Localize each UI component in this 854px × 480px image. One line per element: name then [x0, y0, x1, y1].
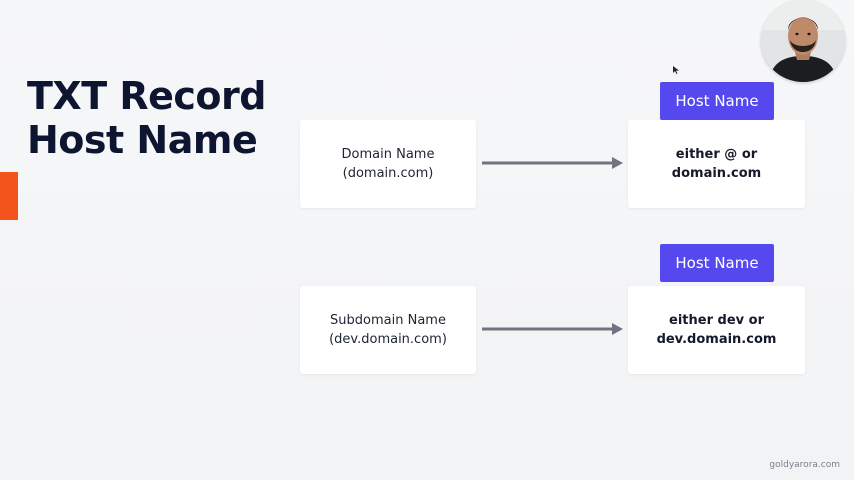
source-box-domain: Domain Name (domain.com): [300, 120, 476, 208]
host-name-label-2: Host Name: [660, 244, 774, 282]
presenter-avatar: [761, 0, 845, 82]
source-box-domain-line-1: Domain Name: [341, 147, 435, 162]
watermark: goldyarora.com: [769, 460, 840, 470]
source-box-subdomain-line-1: Subdomain Name: [330, 313, 446, 328]
target-box-subdomain-line-2: dev.domain.com: [656, 332, 777, 347]
source-box-subdomain-line-2: (dev.domain.com): [329, 332, 447, 347]
accent-bar: [0, 172, 18, 220]
slide-title-line-2: Host Name: [27, 118, 258, 162]
right-arrow-icon: [482, 157, 623, 169]
right-arrow-icon: [482, 323, 623, 335]
source-box-subdomain: Subdomain Name (dev.domain.com): [300, 286, 476, 374]
target-box-domain-line-1: either @ or: [675, 147, 758, 162]
source-box-domain-line-2: (domain.com): [342, 166, 434, 181]
slide-title-line-1: TXT Record: [27, 74, 266, 118]
target-box-domain-line-2: domain.com: [671, 166, 762, 181]
host-name-label-1: Host Name: [660, 82, 774, 120]
target-box-domain: either @ or domain.com: [628, 120, 805, 208]
target-box-subdomain-line-1: either dev or: [669, 313, 764, 328]
slide-title: TXT Record Host Name: [27, 74, 266, 162]
target-box-subdomain: either dev or dev.domain.com: [628, 286, 805, 374]
mouse-pointer-icon: [673, 66, 679, 74]
